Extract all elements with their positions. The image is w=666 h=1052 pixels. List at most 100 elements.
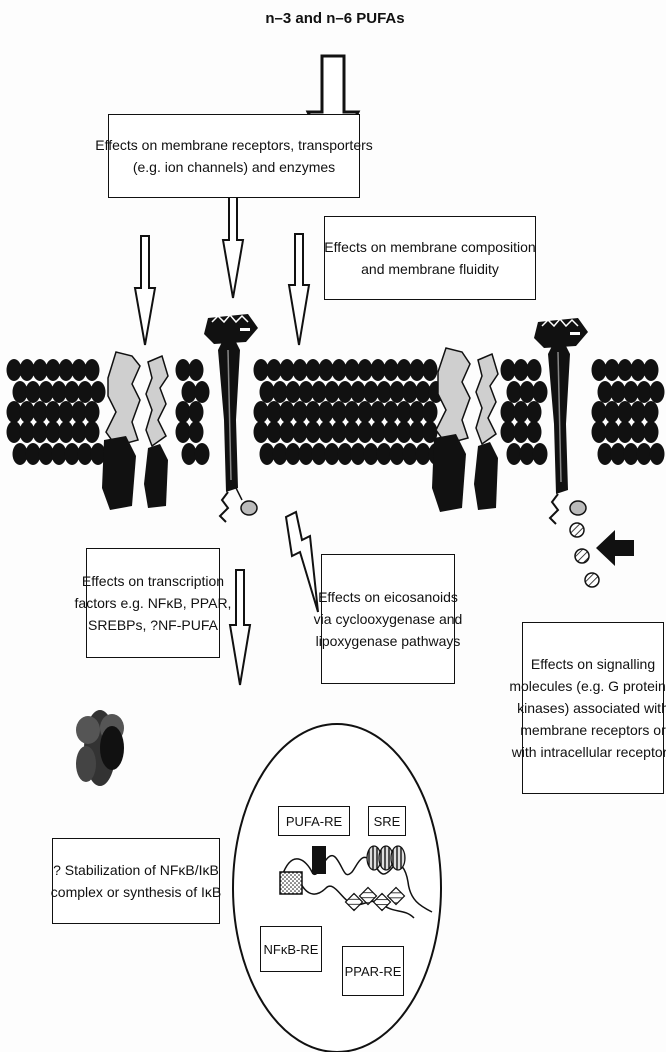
lipid-head bbox=[637, 381, 652, 403]
lipid-head bbox=[46, 359, 61, 381]
lipid-head bbox=[176, 421, 191, 443]
lipid-head bbox=[377, 381, 392, 403]
lipid-head bbox=[507, 381, 522, 403]
lipid-head bbox=[293, 421, 308, 443]
lipid-head bbox=[91, 381, 106, 403]
lipid-head bbox=[624, 381, 639, 403]
ppar-re-label: PPAR-RE bbox=[342, 946, 404, 996]
lipid-head bbox=[306, 359, 321, 381]
lipid-head bbox=[46, 421, 61, 443]
arrow-to-transporter bbox=[135, 236, 155, 345]
lipid-head bbox=[13, 381, 28, 403]
signalling-line-2: molecules (e.g. G proteins, bbox=[509, 675, 666, 697]
lipid-head bbox=[384, 401, 399, 423]
lipid-head bbox=[7, 401, 22, 423]
lipid-head bbox=[78, 381, 93, 403]
lipid-head bbox=[312, 443, 327, 465]
lipid-head bbox=[423, 359, 438, 381]
lipid-head bbox=[650, 381, 665, 403]
lipid-head bbox=[299, 381, 314, 403]
stabilization-line-1: ? Stabilization of NFκB/IκB bbox=[53, 859, 219, 881]
lipid-head bbox=[618, 401, 633, 423]
lipid-head bbox=[631, 421, 646, 443]
lipid-head bbox=[312, 381, 327, 403]
lipid-head bbox=[631, 359, 646, 381]
lipid-head bbox=[364, 381, 379, 403]
signalling-line-4: membrane receptors or bbox=[520, 719, 666, 741]
lipid-head bbox=[410, 401, 425, 423]
lipid-head bbox=[384, 421, 399, 443]
lipid-head bbox=[377, 443, 392, 465]
lipid-head bbox=[390, 443, 405, 465]
lipid-head bbox=[7, 421, 22, 443]
lipid-head bbox=[286, 381, 301, 403]
lipid-head bbox=[345, 421, 360, 443]
sre-binding-cylinders bbox=[367, 846, 405, 870]
lipid-head bbox=[384, 359, 399, 381]
nfkb-re-label: NFκB-RE bbox=[260, 926, 322, 972]
diagram-title: n–3 and n–6 PUFAs bbox=[240, 8, 430, 30]
lipid-head bbox=[286, 443, 301, 465]
signalling-line-1: Effects on signalling bbox=[531, 653, 655, 675]
lipid-head bbox=[189, 421, 204, 443]
lipid-head bbox=[85, 359, 100, 381]
sre-label: SRE bbox=[368, 806, 406, 836]
lipid-head bbox=[423, 401, 438, 423]
transcription-line-1: Effects on transcription bbox=[82, 570, 224, 592]
lipid-head bbox=[501, 401, 516, 423]
lipid-head bbox=[598, 381, 613, 403]
lipid-head bbox=[26, 443, 41, 465]
lipid-head bbox=[85, 421, 100, 443]
lipid-head bbox=[260, 443, 275, 465]
lipid-head bbox=[351, 443, 366, 465]
lipid-head bbox=[85, 401, 100, 423]
lipid-head bbox=[605, 401, 620, 423]
lipid-head bbox=[397, 401, 412, 423]
lipid-head bbox=[520, 443, 535, 465]
lipid-head bbox=[319, 401, 334, 423]
transcription-line-3: SREBPs, ?NF-PUFA bbox=[88, 614, 218, 636]
lipid-head bbox=[254, 359, 269, 381]
nfkb-stabilization-box: ? Stabilization of NFκB/IκB complex or s… bbox=[52, 838, 220, 924]
lipid-head bbox=[182, 381, 197, 403]
lipid-head bbox=[364, 443, 379, 465]
lipid-head bbox=[306, 401, 321, 423]
signalling-molecules-box: Effects on signalling molecules (e.g. G … bbox=[522, 622, 664, 794]
lipid-head bbox=[397, 421, 412, 443]
lipid-head bbox=[644, 401, 659, 423]
eicosanoids-line-3: lipoxygenase pathways bbox=[316, 630, 461, 652]
lipid-head bbox=[358, 401, 373, 423]
lipid-head bbox=[520, 381, 535, 403]
lipid-head bbox=[650, 443, 665, 465]
lipid-head bbox=[52, 381, 67, 403]
lipid-head bbox=[533, 381, 548, 403]
lipid-head bbox=[293, 359, 308, 381]
lipid-head bbox=[592, 421, 607, 443]
lipid-head bbox=[39, 381, 54, 403]
lipid-head bbox=[514, 421, 529, 443]
nfkb-ikb-complex bbox=[76, 710, 124, 786]
membrane-receptor-left bbox=[204, 314, 258, 522]
lipid-head bbox=[605, 359, 620, 381]
lipid-head bbox=[280, 421, 295, 443]
lipid-head bbox=[254, 401, 269, 423]
lipid-head bbox=[267, 359, 282, 381]
lipid-head bbox=[267, 401, 282, 423]
lipid-head bbox=[410, 421, 425, 443]
lipid-head bbox=[46, 401, 61, 423]
lipid-head bbox=[280, 359, 295, 381]
eicosanoids-box: Effects on eicosanoids via cyclooxygenas… bbox=[321, 554, 455, 684]
lipid-head bbox=[416, 443, 431, 465]
lipid-head bbox=[59, 359, 74, 381]
eicosanoid-lightning-arrow bbox=[286, 512, 318, 612]
lipid-head bbox=[72, 359, 87, 381]
lipid-head bbox=[332, 401, 347, 423]
transcription-factors-box: Effects on transcription factors e.g. NF… bbox=[86, 548, 220, 658]
lipid-head bbox=[637, 443, 652, 465]
lipid-head bbox=[293, 401, 308, 423]
lipid-head bbox=[527, 359, 542, 381]
arrow-to-receptor bbox=[223, 182, 243, 298]
lipid-head bbox=[416, 381, 431, 403]
lipid-head bbox=[273, 381, 288, 403]
